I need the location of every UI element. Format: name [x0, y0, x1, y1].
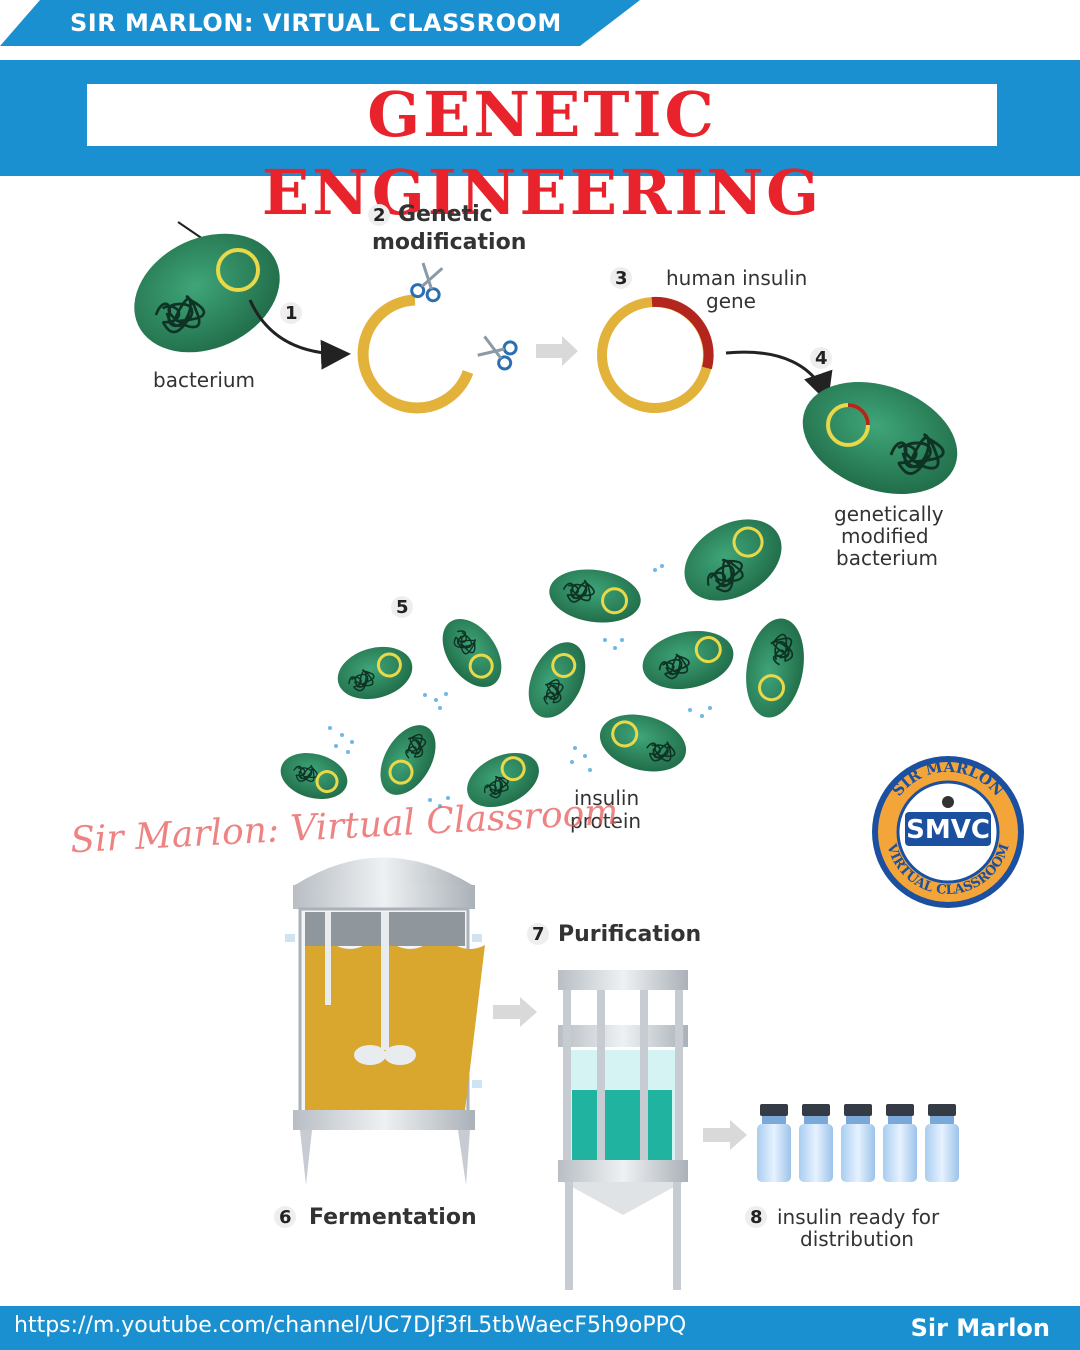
- bacterium-label: bacterium: [153, 368, 255, 392]
- channel-tab-banner: [0, 0, 640, 46]
- footer-author: Sir Marlon: [910, 1314, 1050, 1342]
- step2-title-line1: Genetic: [398, 202, 493, 227]
- protein-label-line2: protein: [570, 809, 641, 833]
- gene-label-line2: gene: [706, 289, 756, 313]
- vial-icon: [799, 1104, 833, 1182]
- title-box: [87, 84, 997, 146]
- step8-badge: [745, 1206, 767, 1228]
- arrow-icon: [536, 336, 578, 366]
- step2-number: 2: [373, 205, 386, 226]
- step1-badge: [280, 302, 302, 324]
- bacterium-icon: [134, 221, 280, 353]
- step4-number: 4: [815, 348, 828, 369]
- arrow-icon: [703, 1120, 747, 1150]
- step4-badge: [810, 347, 832, 369]
- channel-tab-text: SIR MARLON: VIRTUAL CLASSROOM: [70, 9, 562, 37]
- arrow-icon: [725, 350, 833, 403]
- step1-number: 1: [285, 303, 298, 324]
- logo-badge: SIR MARLON VIRTUAL CLASSROOM SMVC: [872, 756, 1024, 908]
- step2-badge: [368, 204, 390, 226]
- bacteria-colony: [280, 519, 804, 808]
- step5-badge: [391, 596, 413, 618]
- gene-label-line1: human insulin: [666, 266, 807, 290]
- gm-bacterium-icon: [802, 381, 958, 495]
- gm-label-line2: modified: [841, 524, 929, 548]
- logo-center-text: SMVC: [906, 815, 990, 845]
- step6-label: Fermentation: [309, 1205, 477, 1230]
- step7-number: 7: [532, 924, 545, 945]
- step3-number: 3: [615, 268, 628, 289]
- footer-bar: [0, 1306, 1080, 1350]
- step3-badge: [610, 267, 632, 289]
- step6-badge: [274, 1206, 296, 1228]
- step8-label-line2: distribution: [800, 1227, 914, 1251]
- step8-number: 8: [750, 1207, 763, 1228]
- gm-label-line3: bacterium: [836, 546, 938, 570]
- scissors-icon: [474, 331, 520, 373]
- step6-number: 6: [279, 1207, 292, 1228]
- step2-title-line2: modification: [372, 230, 526, 255]
- protein-label-line1: insulin: [574, 786, 639, 810]
- fermentation-tank-icon: [285, 857, 485, 1185]
- step7-label: Purification: [558, 922, 701, 947]
- genetic-engineering-diagram: bacterium 1 2 Genetic modification 3 hum…: [134, 202, 1024, 1290]
- vial-icon: [757, 1104, 791, 1182]
- scissors-icon: [408, 260, 448, 304]
- vial-icon: [841, 1104, 875, 1182]
- plasmid-icon: [597, 296, 714, 413]
- step5-number: 5: [396, 597, 409, 618]
- insulin-vials: [757, 1104, 959, 1182]
- open-plasmid-icon: [357, 294, 474, 414]
- gm-label-line1: genetically: [834, 502, 944, 526]
- arrow-icon: [248, 299, 351, 370]
- footer-url-link[interactable]: https://m.youtube.com/channel/UC7DJf3fL5…: [14, 1313, 687, 1338]
- step8-label-line1: insulin ready for: [777, 1205, 940, 1229]
- vial-icon: [925, 1104, 959, 1182]
- page-title: GENETIC ENGINEERING: [261, 78, 823, 229]
- insulin-protein-dots: [328, 564, 712, 808]
- step7-badge: [527, 923, 549, 945]
- purification-column-icon: [558, 970, 688, 1290]
- arrow-icon: [493, 997, 537, 1027]
- vial-icon: [883, 1104, 917, 1182]
